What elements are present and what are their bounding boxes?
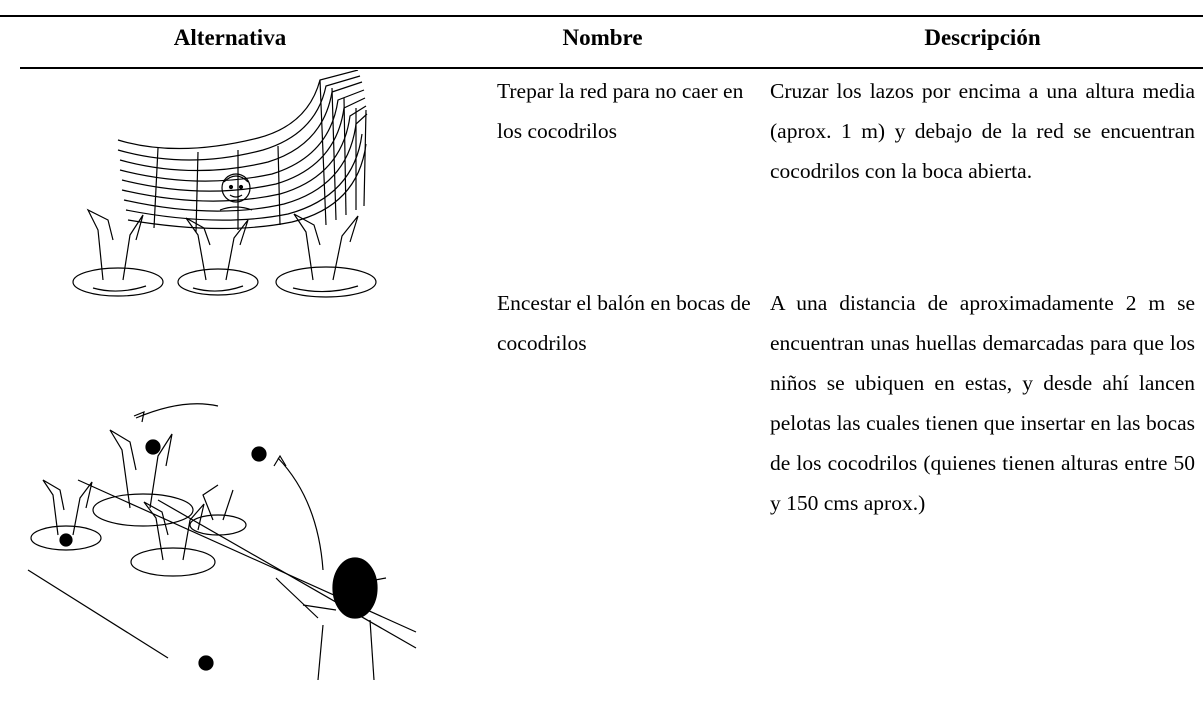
throw-ball-crocodiles-illustration xyxy=(18,370,418,682)
header-bottom-rule xyxy=(20,67,1203,69)
net-over-crocodiles-illustration xyxy=(58,70,420,302)
row1-descripcion: Cruzar los lazos por encima a una altura… xyxy=(770,79,1195,183)
table-top-rule xyxy=(0,15,1203,17)
header-nombre: Nombre xyxy=(562,25,643,50)
row2-nombre: Encestar el balón en bocas de cocodrilos xyxy=(497,291,751,355)
row1-nombre: Trepar la red para no caer en los cocodr… xyxy=(497,79,744,143)
header-descripcion: Descripción xyxy=(924,25,1041,50)
row2-descripcion: A una distancia de aproximadamente 2 m s… xyxy=(770,291,1195,515)
header-alternativa: Alternativa xyxy=(173,25,287,50)
